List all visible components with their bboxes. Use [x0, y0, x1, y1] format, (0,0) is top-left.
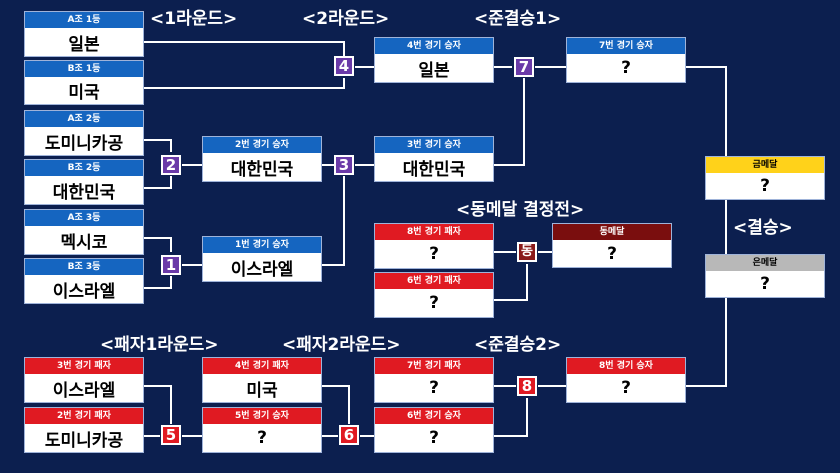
team-box-game1-winner: 1번 경기 승자 이스라엘: [202, 236, 322, 282]
box-header: 5번 경기 승자: [203, 408, 321, 424]
label-final: <결승>: [733, 218, 793, 238]
team-box-game6-loser: 6번 경기 패자 ?: [374, 272, 494, 318]
box-header: 2번 경기 승자: [203, 137, 321, 153]
bronze-game-badge: 동: [517, 242, 537, 262]
team-name: ?: [429, 428, 439, 448]
box-header: 7번 경기 승자: [567, 38, 685, 54]
team-name: 미국: [246, 380, 278, 401]
team-name: 일본: [418, 60, 450, 81]
box-header: 3번 경기 승자: [375, 137, 493, 153]
box-header: A조 1등: [25, 12, 143, 28]
team-name: ?: [607, 243, 617, 264]
team-box-game6-winner: 6번 경기 승자 ?: [374, 407, 494, 453]
team-box-a2: A조 2등 도미니카공: [24, 110, 144, 156]
box-header: 4번 경기 승자: [375, 38, 493, 54]
label-loser-round-2: <패자2라운드>: [282, 335, 401, 355]
team-name: ?: [429, 244, 439, 264]
team-name: ?: [760, 274, 770, 294]
team-name: 이스라엘: [52, 281, 116, 302]
game-1-badge: 1: [161, 255, 181, 275]
box-header: 3번 경기 패자: [25, 358, 143, 374]
box-header: B조 3등: [25, 259, 143, 275]
label-semifinal-1: <준결승1>: [474, 9, 562, 29]
team-box-game2-loser: 2번 경기 패자 도미니카공: [24, 407, 144, 453]
team-name: 대한민국: [52, 182, 116, 203]
label-round-2: <2라운드>: [302, 9, 390, 29]
box-header: A조 2등: [25, 111, 143, 127]
team-box-b1: B조 1등 미국: [24, 60, 144, 105]
team-box-game3-winner: 3번 경기 승자 대한민국: [374, 136, 494, 182]
team-name: 이스라엘: [230, 259, 294, 280]
team-name: ?: [429, 293, 439, 313]
silver-medal-box: 은메달 ?: [705, 254, 825, 298]
team-box-game7-loser: 7번 경기 패자 ?: [374, 357, 494, 403]
box-header: 8번 경기 승자: [567, 358, 685, 374]
game-6-badge: 6: [339, 425, 359, 445]
box-header: B조 2등: [25, 160, 143, 176]
team-box-a1: A조 1등 일본: [24, 11, 144, 57]
team-box-game7-winner: 7번 경기 승자 ?: [566, 37, 686, 83]
game-4-badge: 4: [334, 56, 354, 76]
box-header: 금메달: [706, 157, 824, 173]
box-header: 6번 경기 승자: [375, 408, 493, 424]
team-name: ?: [621, 58, 631, 78]
team-name: 도미니카공: [44, 430, 124, 451]
box-header: 1번 경기 승자: [203, 237, 321, 253]
box-header: 4번 경기 패자: [203, 358, 321, 374]
box-header: 2번 경기 패자: [25, 408, 143, 424]
team-box-game3-loser: 3번 경기 패자 이스라엘: [24, 357, 144, 403]
team-box-b2: B조 2등 대한민국: [24, 159, 144, 205]
team-name: 도미니카공: [44, 133, 124, 154]
game-2-badge: 2: [161, 155, 181, 175]
team-box-game8-winner: 8번 경기 승자 ?: [566, 357, 686, 403]
game-3-badge: 3: [334, 155, 354, 175]
box-header: B조 1등: [25, 61, 143, 77]
label-semifinal-2: <준결승2>: [474, 335, 562, 355]
team-box-game4-winner: 4번 경기 승자 일본: [374, 37, 494, 83]
box-header: 8번 경기 패자: [375, 224, 493, 240]
team-name: 멕시코: [60, 232, 108, 253]
box-header: 6번 경기 패자: [375, 273, 493, 289]
team-box-a3: A조 3등 멕시코: [24, 209, 144, 255]
game-7-badge: 7: [514, 57, 534, 77]
team-name: ?: [760, 176, 770, 196]
team-name: 대한민국: [402, 159, 466, 180]
game-5-badge: 5: [161, 425, 181, 445]
team-name: 대한민국: [230, 159, 294, 180]
team-name: ?: [257, 428, 267, 448]
team-name: 일본: [68, 34, 100, 55]
team-name: ?: [621, 378, 631, 398]
team-box-game4-loser: 4번 경기 패자 미국: [202, 357, 322, 403]
team-name: ?: [429, 378, 439, 398]
game-8-badge: 8: [517, 376, 537, 396]
team-box-game2-winner: 2번 경기 승자 대한민국: [202, 136, 322, 182]
bronze-medal-box: 동메달 ?: [552, 223, 672, 268]
box-header: A조 3등: [25, 210, 143, 226]
label-loser-round-1: <패자1라운드>: [100, 335, 219, 355]
team-name: 미국: [68, 83, 100, 103]
team-box-b3: B조 3등 이스라엘: [24, 258, 144, 304]
team-box-game5-winner: 5번 경기 승자 ?: [202, 407, 322, 453]
box-header: 동메달: [553, 224, 671, 240]
box-header: 7번 경기 패자: [375, 358, 493, 374]
team-box-game8-loser: 8번 경기 패자 ?: [374, 223, 494, 269]
label-bronze-match: <동메달 결정전>: [456, 200, 585, 220]
label-round-1: <1라운드>: [150, 9, 238, 29]
gold-medal-box: 금메달 ?: [705, 156, 825, 200]
box-header: 은메달: [706, 255, 824, 271]
team-name: 이스라엘: [52, 380, 116, 401]
